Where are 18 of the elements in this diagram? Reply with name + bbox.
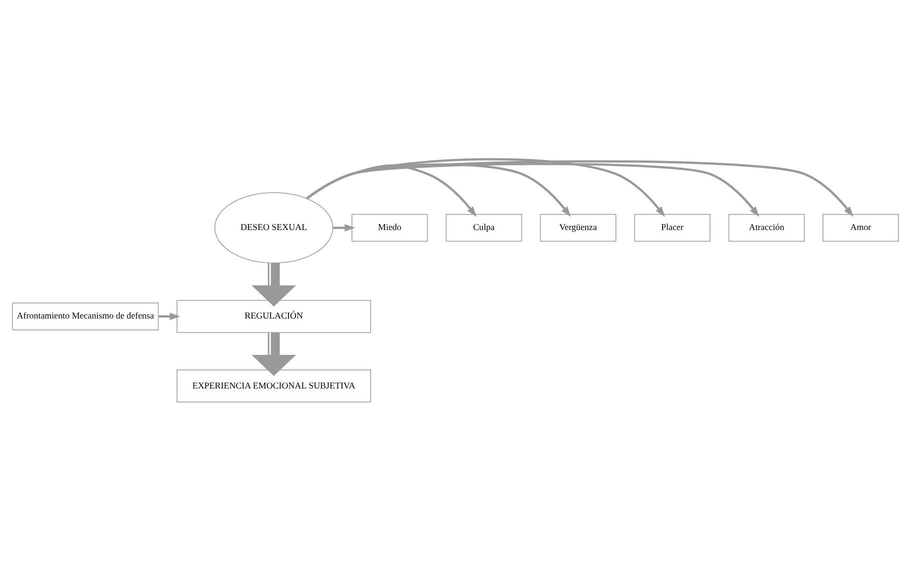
node-box: REGULACIÓN xyxy=(176,300,372,333)
arrow xyxy=(306,162,760,217)
node-ellipse: DESEO SEXUAL xyxy=(214,192,334,264)
arrow xyxy=(332,224,356,232)
node-box: Miedo xyxy=(352,214,428,242)
arrow xyxy=(252,332,296,376)
arrow xyxy=(306,160,854,217)
arrow xyxy=(158,312,180,320)
arrow xyxy=(306,163,571,217)
node-box: Placer xyxy=(634,214,710,242)
node-box: Vergüenza xyxy=(540,214,616,242)
node-box: Culpa xyxy=(446,214,522,242)
arrow xyxy=(252,262,296,306)
node-box: Amor xyxy=(822,214,899,242)
arrow xyxy=(306,158,666,217)
node-box: Afrontamiento Mecanismo de defensa xyxy=(12,302,159,330)
node-box: EXPERIENCIA EMOCIONAL SUBJETIVA xyxy=(176,369,372,402)
node-box: Atracción xyxy=(728,214,805,242)
